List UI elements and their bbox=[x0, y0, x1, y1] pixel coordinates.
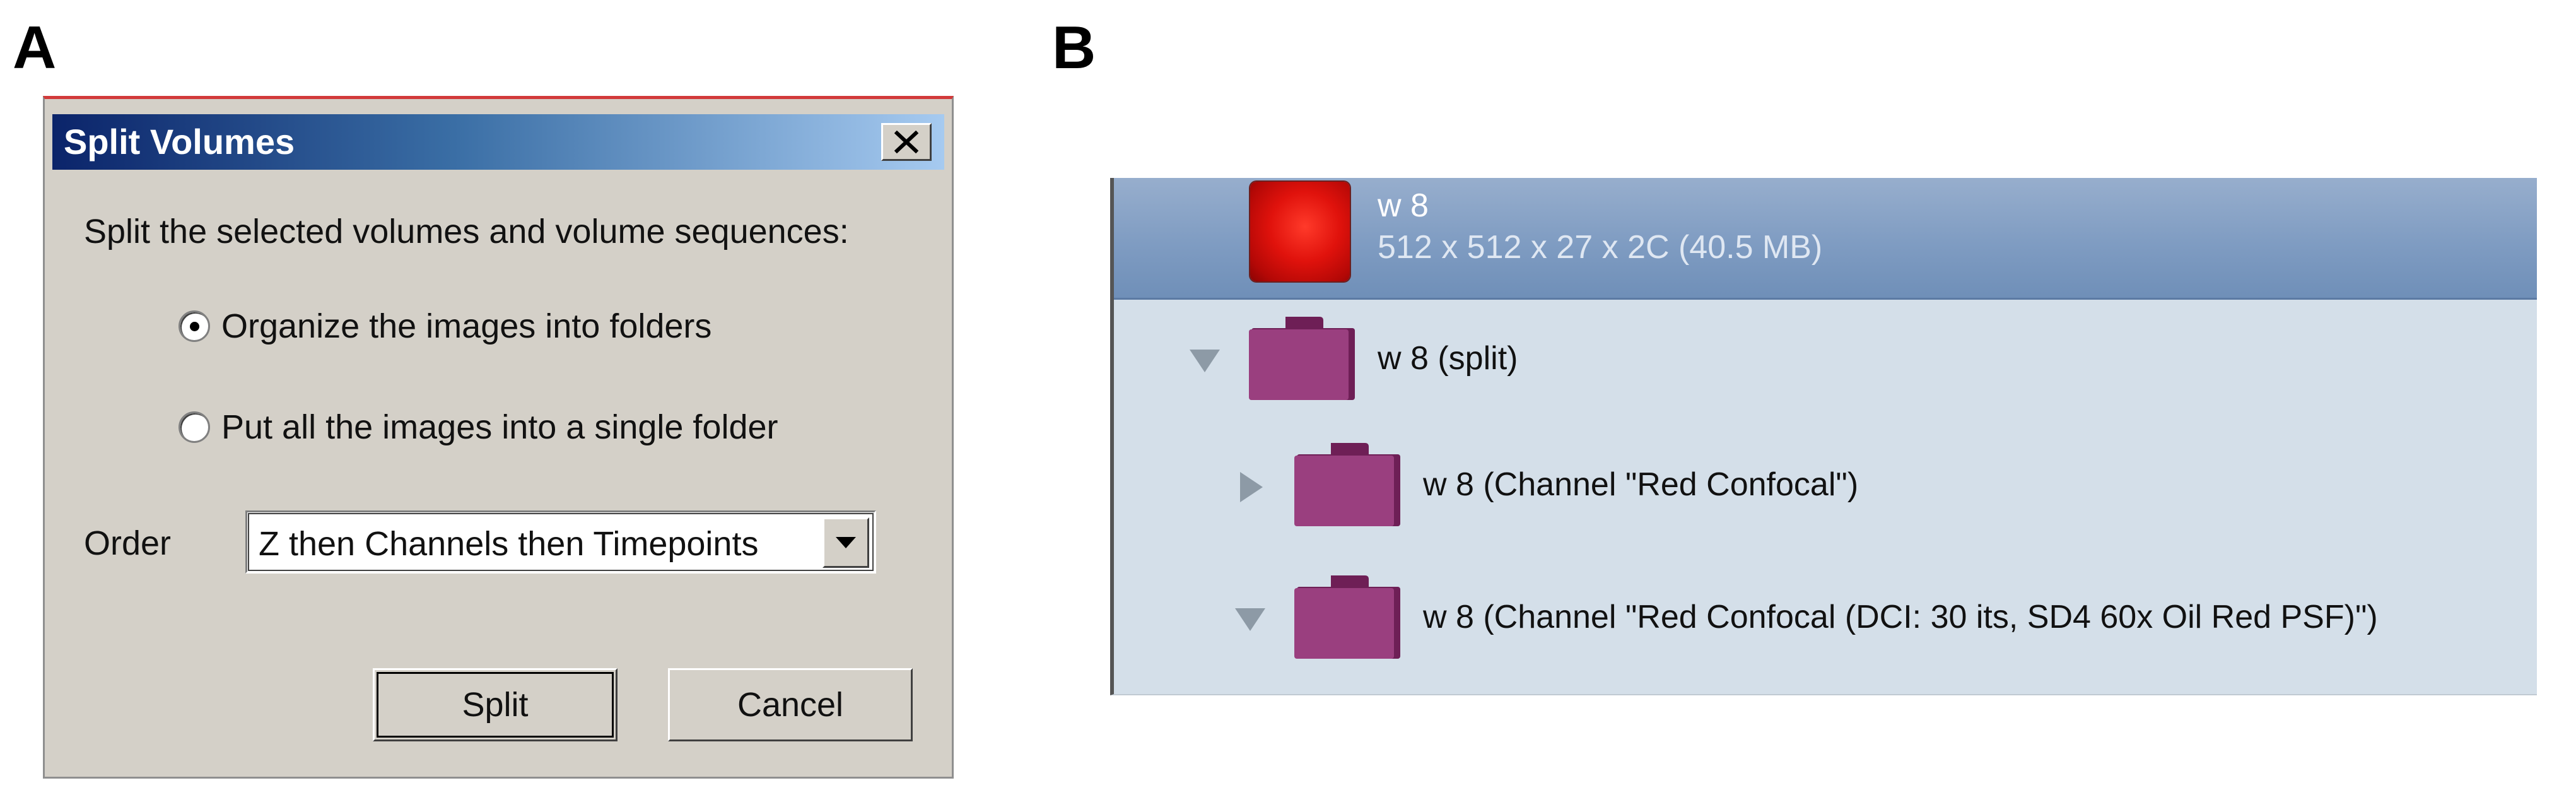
expanded-triangle-icon[interactable] bbox=[1234, 607, 1267, 632]
chevron-down-icon bbox=[836, 537, 856, 548]
folder-icon bbox=[1249, 317, 1355, 400]
radio-label-single: Put all the images into a single folder bbox=[221, 408, 778, 446]
close-button[interactable] bbox=[881, 123, 932, 161]
selected-image-info: 512 x 512 x 27 x 2C (40.5 MB) bbox=[1378, 229, 1823, 266]
close-icon bbox=[894, 131, 919, 153]
radio-single-folder[interactable]: Put all the images into a single folder bbox=[179, 408, 778, 446]
order-select-value: Z then Channels then Timepoints bbox=[259, 525, 759, 563]
dialog-prompt: Split the selected volumes and volume se… bbox=[84, 213, 849, 250]
image-thumbnail bbox=[1250, 182, 1350, 281]
expanded-triangle-icon[interactable] bbox=[1188, 348, 1221, 374]
tree-item-channel-red-confocal[interactable]: w 8 (Channel "Red Confocal") bbox=[1114, 437, 2537, 531]
tree-item-label: w 8 (split) bbox=[1378, 340, 1518, 377]
tree-item-label: w 8 (Channel "Red Confocal") bbox=[1423, 466, 1859, 503]
collapsed-triangle-icon[interactable] bbox=[1239, 471, 1264, 504]
radio-selected-dot bbox=[190, 322, 199, 331]
folder-icon bbox=[1294, 575, 1400, 659]
selected-image-name: w 8 bbox=[1378, 187, 1429, 224]
split-volumes-dialog: Split Volumes Split the selected volumes… bbox=[43, 96, 954, 779]
order-select[interactable]: Z then Channels then Timepoints bbox=[245, 510, 876, 574]
tree-item-label: w 8 (Channel "Red Confocal (DCI: 30 its,… bbox=[1423, 599, 2378, 635]
panel-label-b: B bbox=[1052, 14, 1096, 81]
tree-item-channel-red-confocal-dci[interactable]: w 8 (Channel "Red Confocal (DCI: 30 its,… bbox=[1114, 569, 2537, 664]
folder-icon bbox=[1294, 443, 1400, 526]
radio-button-single[interactable] bbox=[179, 411, 210, 443]
image-tree-view: w 8 512 x 512 x 27 x 2C (40.5 MB) w 8 (s… bbox=[1110, 178, 2537, 695]
order-dropdown-button[interactable] bbox=[823, 517, 869, 568]
radio-label-organize: Organize the images into folders bbox=[221, 307, 712, 345]
dialog-title: Split Volumes bbox=[64, 122, 295, 162]
order-label: Order bbox=[84, 524, 172, 562]
radio-organize-folders[interactable]: Organize the images into folders bbox=[179, 307, 711, 345]
tree-item-split-folder[interactable]: w 8 (split) bbox=[1114, 310, 2537, 405]
tree-item-selected-image[interactable]: w 8 512 x 512 x 27 x 2C (40.5 MB) bbox=[1114, 178, 2537, 300]
radio-button-organize[interactable] bbox=[179, 310, 210, 342]
cancel-button[interactable]: Cancel bbox=[668, 668, 913, 741]
panel-label-a: A bbox=[13, 14, 57, 81]
split-button[interactable]: Split bbox=[373, 668, 618, 741]
dialog-titlebar[interactable]: Split Volumes bbox=[52, 114, 944, 170]
